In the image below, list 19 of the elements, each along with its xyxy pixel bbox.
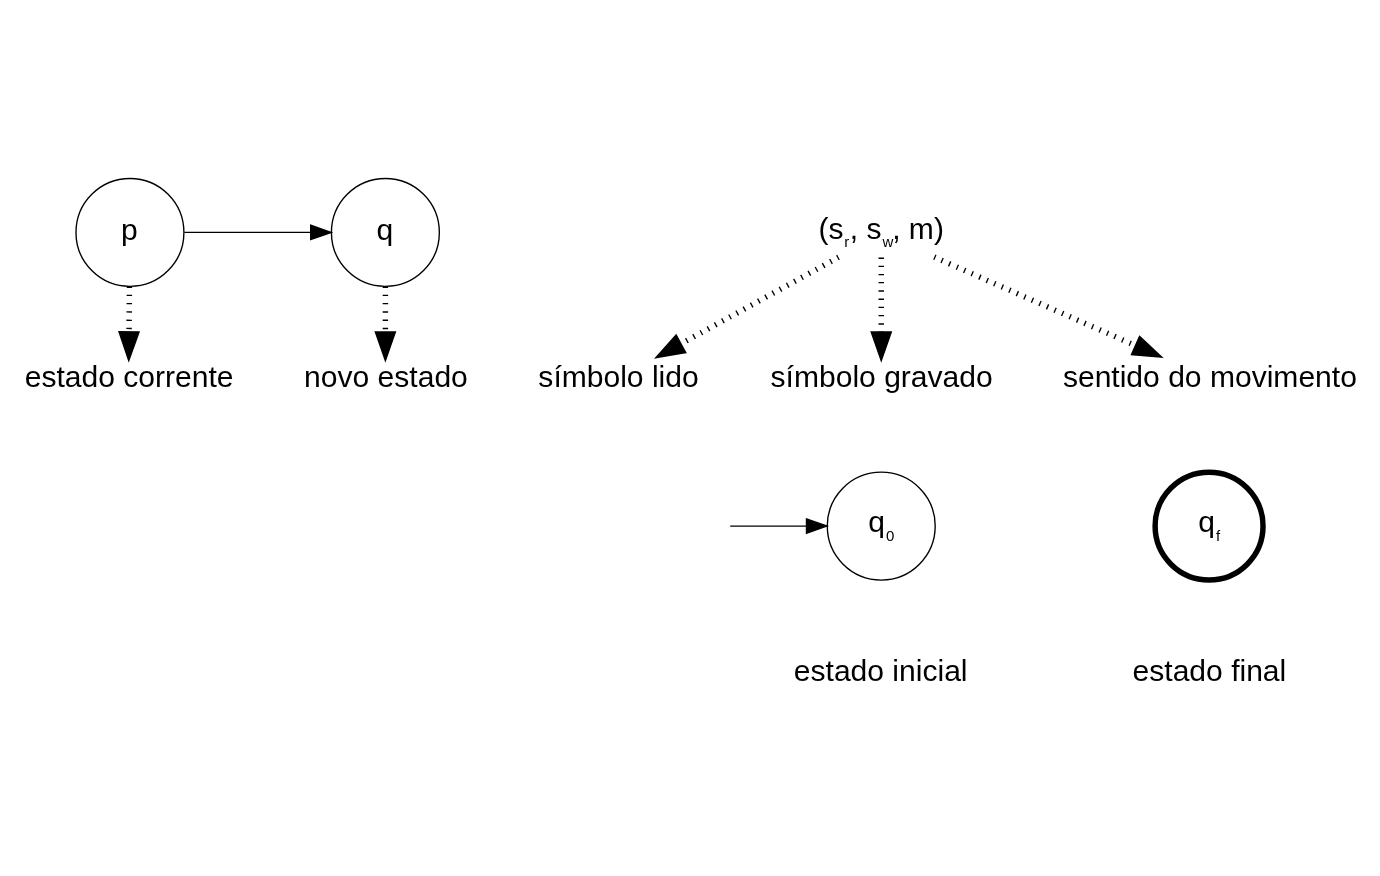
arrow (933, 254, 1164, 358)
node-text: estado corrente (24, 359, 234, 393)
arrow (183, 224, 334, 241)
node-text: (s$_{r}$, s$_{w}$, m) (818, 211, 944, 251)
node-circle: q$_{0}$ (826, 471, 936, 581)
arrow (729, 517, 830, 535)
node-circle: q$_{f}$ (1152, 469, 1266, 583)
arrow (118, 286, 141, 363)
node-circle: p (75, 177, 185, 288)
arrow (870, 257, 893, 363)
arrow (374, 286, 397, 363)
node-label: estado final (1132, 653, 1287, 687)
node-text: símbolo gravado (770, 359, 993, 393)
node-circle: q (330, 177, 441, 288)
node-text: novo estado (304, 359, 468, 393)
node-label: estado inicial (793, 653, 968, 687)
arrow (654, 254, 840, 359)
node-text: sentido do movimento (1062, 359, 1357, 393)
node-text: símbolo lido (538, 359, 699, 393)
